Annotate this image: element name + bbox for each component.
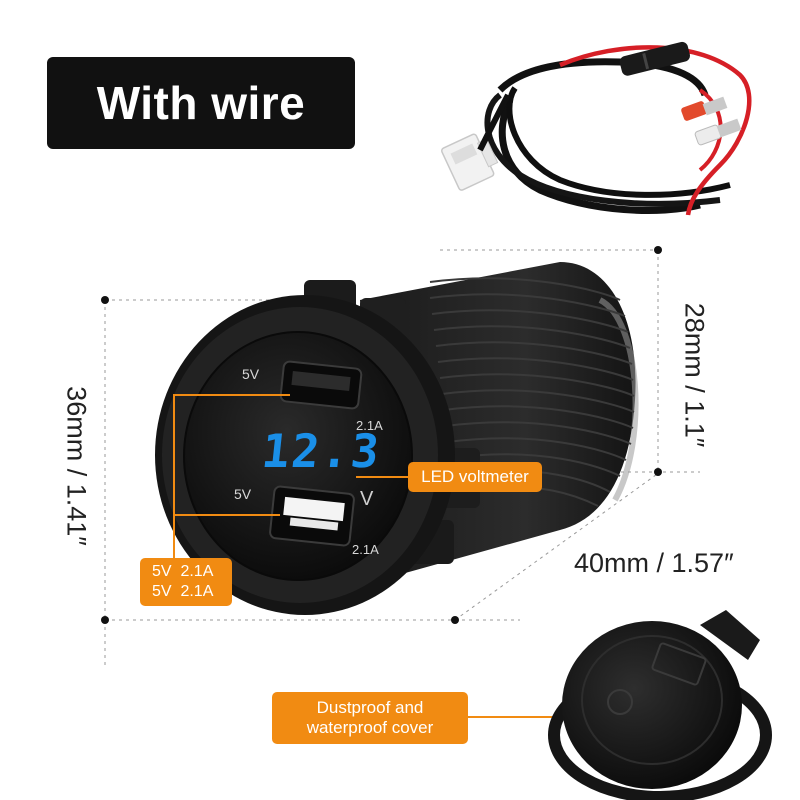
badge-label: With wire <box>96 77 306 129</box>
usb-rating-line-2: 5V 2.1A <box>152 583 214 600</box>
depth-dimension-label: 28mm / 1.1″ <box>679 302 710 448</box>
width-dimension-label: 40mm / 1.57″ <box>574 548 734 578</box>
port-bottom-voltage: 5V <box>234 486 252 502</box>
voltmeter-unit: V <box>360 488 374 510</box>
port-top-current: 2.1A <box>356 418 383 433</box>
dust-cover <box>548 610 772 800</box>
usb-rating-line-1: 5V 2.1A <box>152 563 214 580</box>
socket-face <box>155 280 480 615</box>
led-voltmeter-label: LED voltmeter <box>421 467 529 486</box>
height-dimension-label: 36mm / 1.41″ <box>61 386 92 546</box>
with-wire-badge: With wire <box>47 57 355 149</box>
port-bottom-current: 2.1A <box>352 542 379 557</box>
usb-rating-callout: 5V 2.1A 5V 2.1A <box>140 558 232 606</box>
dimension-endpoints <box>101 246 662 624</box>
dust-cover-callout: Dustproof and waterproof cover <box>272 692 468 744</box>
dust-cover-line-1: Dustproof and <box>316 698 424 717</box>
led-voltmeter-callout: LED voltmeter <box>408 462 542 492</box>
wire-harness <box>441 41 752 216</box>
dust-cover-line-2: waterproof cover <box>306 718 434 737</box>
port-top-voltage: 5V <box>242 366 260 382</box>
